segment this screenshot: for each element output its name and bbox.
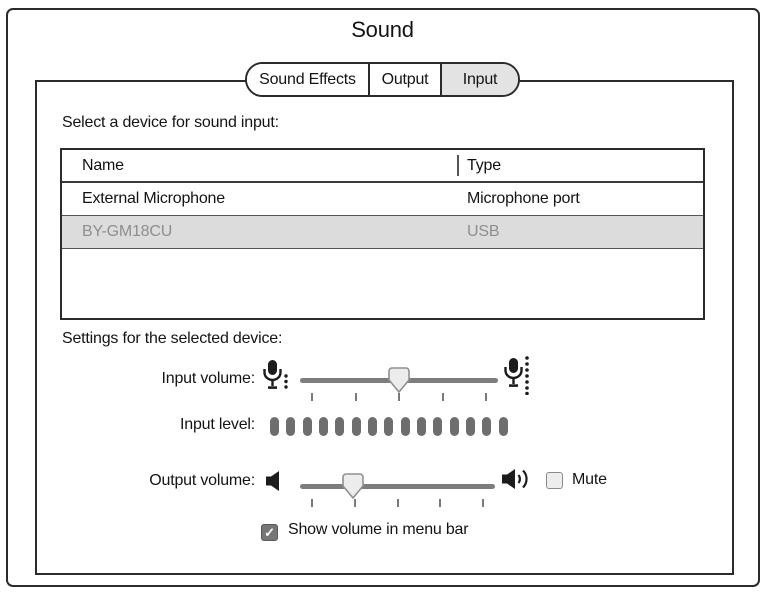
check-icon: ✓ <box>264 525 275 540</box>
column-header-type: Type <box>467 156 501 174</box>
input-level-label: Input level: <box>180 416 255 433</box>
tab-output[interactable]: Output <box>368 64 440 95</box>
slider-tick <box>354 393 357 401</box>
table-row-external-microphone[interactable]: External Microphone Microphone port <box>62 183 703 216</box>
tab-input-label: Input <box>462 70 498 88</box>
slider-tick <box>482 499 484 507</box>
slider-tick <box>311 499 313 507</box>
level-segment <box>351 416 361 436</box>
level-segment <box>286 416 296 436</box>
tab-output-label: Output <box>381 70 429 88</box>
output-volume-label: Output volume: <box>149 472 255 489</box>
level-segment <box>270 416 279 436</box>
show-volume-checkbox[interactable]: ✓ <box>261 524 278 541</box>
slider-tick <box>439 499 442 507</box>
level-segment <box>449 416 459 436</box>
level-segment <box>400 416 410 436</box>
level-segment <box>384 416 394 436</box>
input-volume-label: Input volume: <box>161 370 256 387</box>
column-divider <box>457 155 459 176</box>
slider-ticks <box>300 393 498 401</box>
slider-thumb[interactable] <box>341 473 364 499</box>
device-table: Name Type External Microphone Microphone… <box>60 148 705 320</box>
level-segment <box>302 416 312 436</box>
table-row-by-gm18cu[interactable]: BY-GM18CU USB <box>62 216 703 249</box>
level-segment <box>498 416 508 436</box>
slider-tick <box>398 393 400 401</box>
tab-input[interactable]: Input <box>440 64 518 95</box>
column-header-name: Name <box>82 156 124 174</box>
level-segment <box>433 416 443 436</box>
slider-tick <box>311 393 313 401</box>
select-device-label: Select a device for sound input: <box>62 114 279 131</box>
mic-quiet-icon <box>262 359 290 393</box>
input-volume-slider[interactable] <box>300 365 498 401</box>
cell-device-type: USB <box>467 223 500 240</box>
mic-loud-icon <box>503 355 531 396</box>
output-volume-slider[interactable] <box>300 471 495 507</box>
window-title: Sound <box>351 17 414 42</box>
level-segment <box>482 416 492 436</box>
slider-tick <box>485 393 487 401</box>
level-segment <box>368 416 378 436</box>
cell-device-name: External Microphone <box>82 190 225 207</box>
mute-checkbox[interactable] <box>546 472 563 489</box>
level-segment <box>335 416 345 436</box>
show-volume-label: Show volume in menu bar <box>288 521 469 538</box>
tab-sound-effects[interactable]: Sound Effects <box>247 64 368 95</box>
slider-thumb[interactable] <box>388 367 410 393</box>
level-segment <box>319 416 329 436</box>
slider-track[interactable] <box>300 484 495 489</box>
settings-label: Settings for the selected device: <box>62 330 283 347</box>
slider-ticks <box>300 499 495 507</box>
slider-tick <box>396 499 399 507</box>
speaker-loud-icon <box>501 466 531 492</box>
slider-tick <box>353 499 356 507</box>
speaker-quiet-icon <box>265 470 281 492</box>
tab-strip: Sound Effects Output Input <box>245 62 520 97</box>
level-segment <box>417 416 427 436</box>
cell-device-name: BY-GM18CU <box>82 223 173 240</box>
slider-tick <box>441 393 444 401</box>
device-table-header: Name Type <box>62 150 703 183</box>
level-segment <box>466 416 476 436</box>
cell-device-type: Microphone port <box>467 190 580 207</box>
tab-sound-effects-label: Sound Effects <box>259 70 356 88</box>
input-level-meter <box>270 416 508 436</box>
mute-label: Mute <box>572 471 607 488</box>
